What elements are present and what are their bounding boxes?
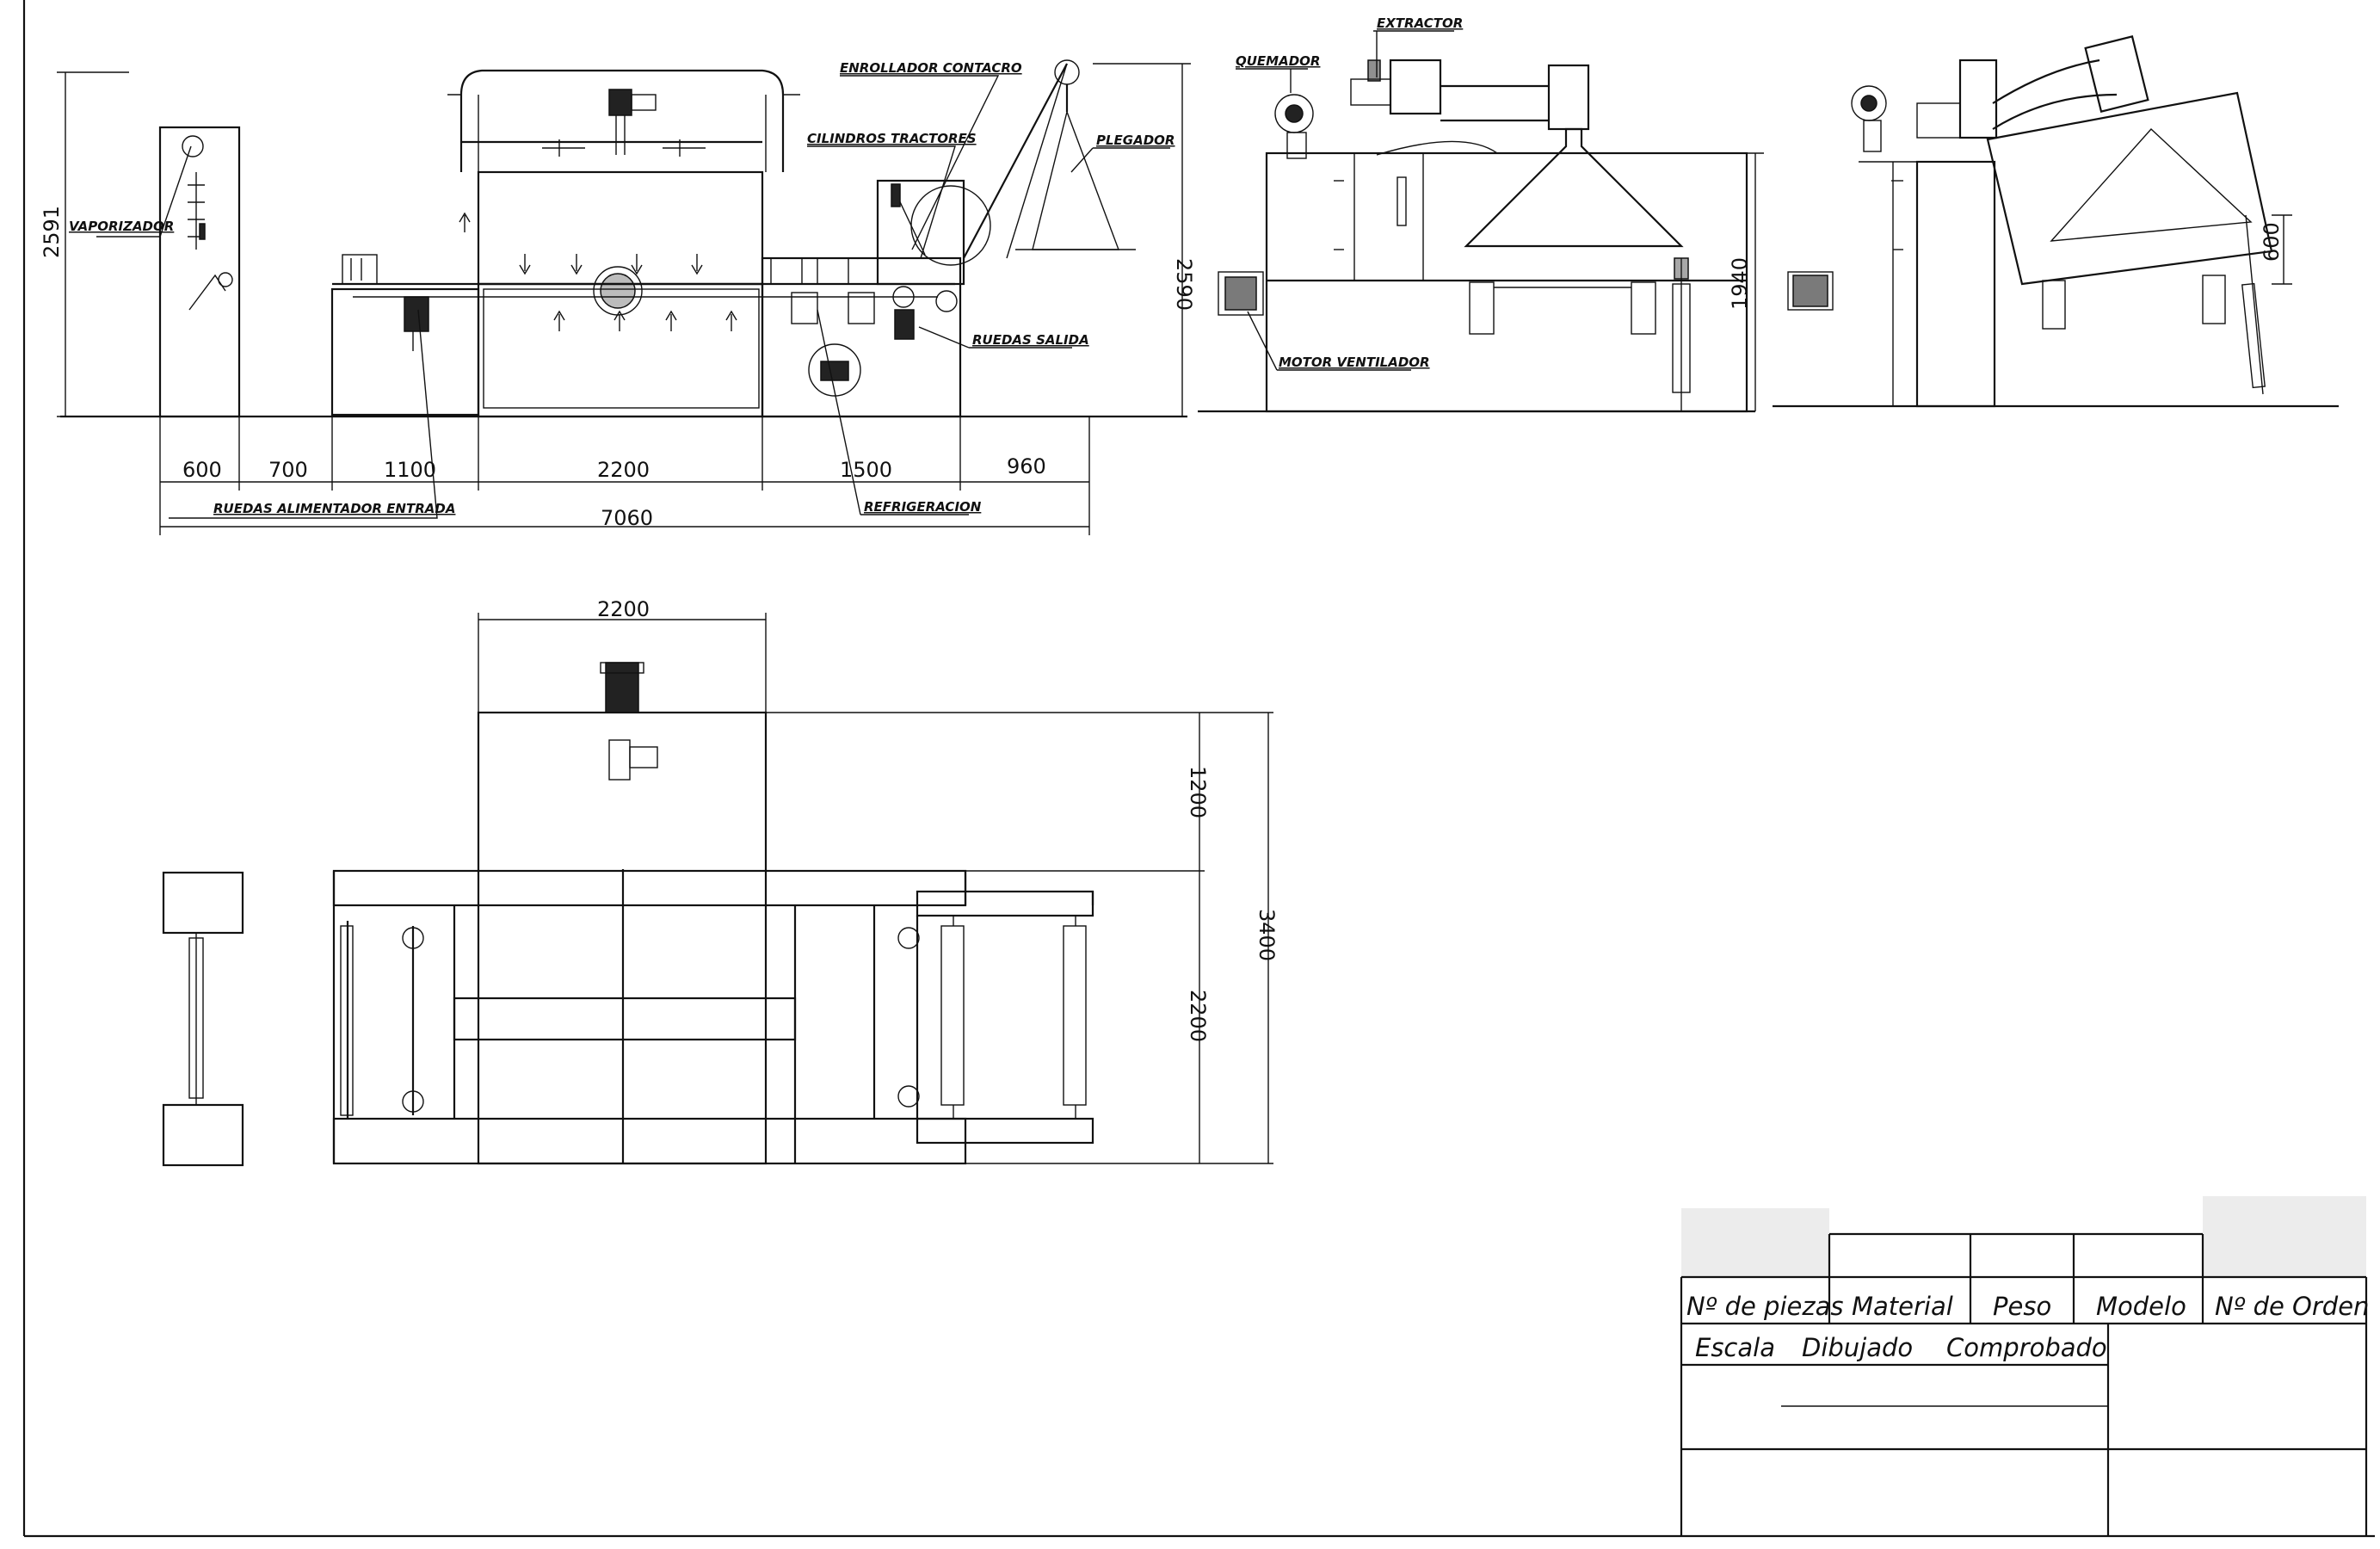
dim-side-height: 1940 bbox=[1728, 257, 1752, 310]
tb-n-orden: Nº de Orden bbox=[2215, 1292, 2369, 1321]
dim-seg-1: 600 bbox=[182, 458, 222, 482]
dim-plan-width: 2200 bbox=[597, 597, 650, 621]
dim-seg-4: 2200 bbox=[597, 458, 650, 482]
tb-material: Material bbox=[1852, 1292, 1953, 1321]
dim-plan-total: 3400 bbox=[1255, 909, 1279, 961]
label-extractor: EXTRACTOR bbox=[1377, 15, 1463, 31]
height-dimension-left: 2591 bbox=[40, 71, 129, 417]
plegador-boom bbox=[963, 59, 1136, 259]
label-ruedas-salida: RUEDAS SALIDA bbox=[972, 332, 1089, 348]
label-plegador: PLEGADOR bbox=[1096, 133, 1175, 148]
label-quemador: QUEMADOR bbox=[1236, 53, 1320, 69]
label-motor-ventilador: MOTOR VENTILADOR bbox=[1279, 355, 1430, 370]
height-dimension-right: 2590 bbox=[1093, 63, 1196, 417]
dim-plan-lower: 2200 bbox=[1186, 990, 1210, 1042]
airflow-arrows bbox=[459, 212, 737, 331]
dim-total-length: 7060 bbox=[601, 506, 653, 530]
tb-escala: Escala bbox=[1695, 1333, 1775, 1362]
label-cilindros: CILINDROS TRACTORES bbox=[807, 131, 977, 146]
label-ruedas-entrada: RUEDAS ALIMENTADOR ENTRADA bbox=[213, 501, 455, 516]
dim-seg-6: 960 bbox=[1007, 454, 1046, 478]
dim-height-left: 2591 bbox=[40, 206, 64, 258]
front-elevation-view: 2591 2590 600 700 1100 2200 1500 960 706… bbox=[40, 59, 1196, 535]
tilted-side-view: 600 bbox=[1773, 35, 2339, 408]
tb-dibujado: Dibujado bbox=[1802, 1333, 1913, 1362]
side-view: 1940 EXTRACTOR QUEMADOR MOTOR VENTILADOR bbox=[1198, 15, 1764, 413]
dim-plan-upper: 1200 bbox=[1186, 766, 1210, 818]
label-enrollador: ENROLLADOR CONTACRO bbox=[840, 60, 1022, 76]
dim-seg-2: 700 bbox=[268, 458, 308, 482]
dim-seg-3: 1100 bbox=[384, 458, 436, 482]
dim-tilt-height: 600 bbox=[2260, 222, 2284, 262]
tb-peso: Peso bbox=[1993, 1292, 2051, 1321]
label-vaporizador: VAPORIZADOR bbox=[69, 219, 174, 234]
title-block: Nº de piezas Material Peso Modelo Nº de … bbox=[1680, 1196, 2369, 1536]
length-dimension-chain: 600 700 1100 2200 1500 960 7060 bbox=[159, 417, 1090, 535]
sheet-border bbox=[22, 0, 2375, 1538]
label-refrigeracion: REFRIGERACION bbox=[864, 499, 982, 515]
front-view-labels: VAPORIZADOR ENROLLADOR CONTACRO CILINDRO… bbox=[69, 60, 1175, 519]
dim-height-right: 2590 bbox=[1172, 258, 1196, 311]
tb-modelo: Modelo bbox=[2096, 1292, 2186, 1321]
plan-view: 2200 bbox=[162, 597, 1279, 1167]
tb-n-piezas: Nº de piezas bbox=[1686, 1292, 1843, 1321]
dim-seg-5: 1500 bbox=[840, 458, 892, 482]
tb-comprobado: Comprobado bbox=[1946, 1333, 2107, 1362]
